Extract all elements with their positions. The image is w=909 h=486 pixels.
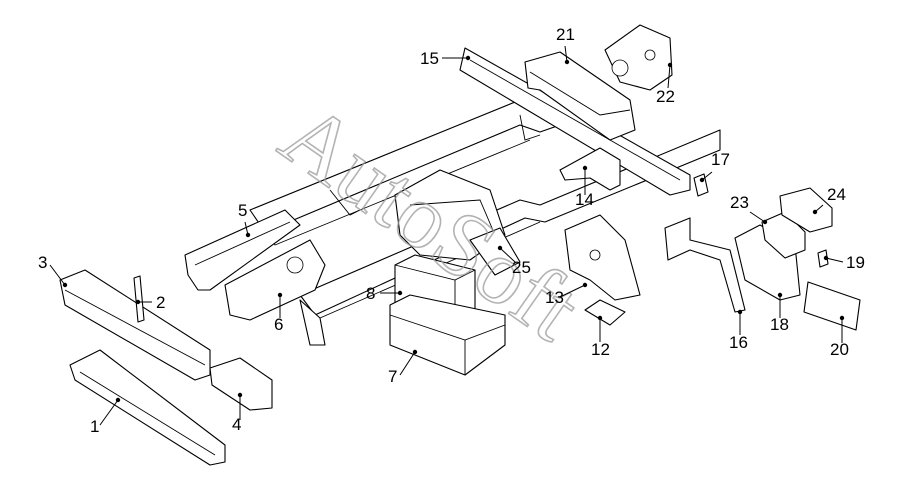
callout-label-12[interactable]: 12	[591, 340, 610, 359]
leader-dot-1	[115, 397, 121, 403]
leader-line-7	[399, 351, 416, 376]
leader-line-21	[564, 45, 568, 63]
part-1-lower-beam[interactable]	[69, 349, 226, 466]
part-19-bulb[interactable]	[817, 249, 829, 268]
leader-line-19	[825, 257, 844, 263]
callout-label-2[interactable]: 2	[156, 293, 165, 312]
part-5-bracket[interactable]	[184, 209, 301, 291]
callout-3[interactable]: 3	[38, 253, 68, 288]
callout-25[interactable]: 25	[497, 245, 531, 277]
part-2-pin[interactable]	[133, 275, 145, 323]
callout-label-4[interactable]: 4	[232, 415, 241, 434]
leader-dot-8	[397, 290, 403, 296]
part-20-plate[interactable]	[803, 281, 861, 331]
callout-label-21[interactable]: 21	[556, 25, 575, 44]
part-4-bracket[interactable]	[209, 357, 273, 411]
leader-line-1	[99, 399, 119, 426]
callout-label-15[interactable]: 15	[420, 49, 439, 68]
callout-18[interactable]: 18	[770, 292, 789, 334]
leader-dot-21	[564, 59, 570, 65]
callout-14[interactable]: 14	[575, 165, 594, 209]
leader-dot-7	[412, 349, 418, 355]
leader-dot-14	[582, 165, 588, 171]
leader-dot-12	[597, 315, 603, 321]
callout-4[interactable]: 4	[232, 392, 243, 434]
callout-20[interactable]: 20	[830, 315, 849, 359]
callout-23[interactable]: 23	[730, 193, 768, 225]
callout-label-16[interactable]: 16	[729, 333, 748, 352]
callout-label-18[interactable]: 18	[770, 315, 789, 334]
leader-dot-6	[277, 292, 283, 298]
callout-17[interactable]: 17	[699, 150, 730, 183]
callout-label-19[interactable]: 19	[846, 253, 865, 272]
callout-label-17[interactable]: 17	[711, 150, 730, 169]
callout-label-5[interactable]: 5	[238, 201, 247, 220]
leader-dot-22	[667, 62, 673, 68]
callout-label-13[interactable]: 13	[545, 288, 564, 307]
callout-1[interactable]: 1	[90, 397, 121, 436]
leader-dot-19	[823, 255, 829, 261]
callout-15[interactable]: 15	[420, 49, 471, 68]
leader-dot-25	[497, 245, 503, 251]
callout-8[interactable]: 8	[366, 284, 403, 303]
callout-5[interactable]: 5	[238, 201, 251, 238]
part-16-bracket[interactable]	[664, 217, 746, 313]
callout-24[interactable]: 24	[812, 185, 846, 215]
callout-6[interactable]: 6	[274, 292, 283, 334]
callout-22[interactable]: 22	[656, 62, 675, 106]
leader-dot-20	[839, 315, 845, 321]
callout-12[interactable]: 12	[591, 315, 610, 359]
callout-label-6[interactable]: 6	[274, 315, 283, 334]
part-3-bumper-beam[interactable]	[59, 269, 211, 381]
leader-line-13	[559, 284, 586, 298]
callout-21[interactable]: 21	[556, 25, 575, 65]
callout-label-22[interactable]: 22	[656, 87, 675, 106]
part-21-bracket[interactable]	[524, 51, 636, 141]
leader-dot-17	[699, 177, 705, 183]
part-7-tray[interactable]	[389, 294, 506, 376]
part-24-reflector[interactable]	[779, 187, 833, 233]
part-25-housing[interactable]	[394, 169, 521, 276]
leader-dot-24	[812, 209, 818, 215]
leader-dot-18	[777, 292, 783, 298]
part-14-bracket[interactable]	[559, 147, 621, 191]
leader-dot-13	[582, 282, 588, 288]
leader-dot-5	[245, 232, 251, 238]
callout-label-20[interactable]: 20	[830, 340, 849, 359]
callout-label-8[interactable]: 8	[366, 284, 375, 303]
leader-dot-23	[762, 219, 768, 225]
leader-line-5	[244, 221, 249, 236]
leader-dot-16	[737, 309, 743, 315]
callout-label-7[interactable]: 7	[388, 367, 397, 386]
leader-line-23	[749, 211, 766, 223]
part-22-mount[interactable]	[604, 24, 673, 91]
callout-19[interactable]: 19	[823, 253, 865, 272]
leader-dot-3	[62, 282, 68, 288]
leader-dot-4	[237, 392, 243, 398]
callout-label-3[interactable]: 3	[38, 253, 47, 272]
callout-7[interactable]: 7	[388, 349, 418, 386]
part-13-bracket[interactable]	[564, 214, 641, 301]
part-15-cross-member[interactable]	[459, 47, 691, 196]
callout-label-25[interactable]: 25	[512, 258, 531, 277]
leader-line-25	[499, 247, 516, 263]
callout-label-1[interactable]: 1	[90, 417, 99, 436]
callout-label-14[interactable]: 14	[575, 190, 594, 209]
leader-line-3	[49, 264, 66, 286]
part-6-bracket[interactable]	[224, 239, 326, 321]
part-17-plate[interactable]	[693, 173, 709, 197]
leader-line-22	[667, 64, 671, 89]
leader-dot-2	[135, 299, 141, 305]
leader-dot-15	[465, 55, 471, 61]
callout-label-24[interactable]: 24	[827, 185, 846, 204]
callout-label-23[interactable]: 23	[730, 193, 749, 212]
callout-2[interactable]: 2	[135, 293, 166, 312]
part-12-clip[interactable]	[584, 299, 626, 326]
callout-16[interactable]: 16	[729, 309, 748, 352]
callout-13[interactable]: 13	[545, 282, 588, 307]
